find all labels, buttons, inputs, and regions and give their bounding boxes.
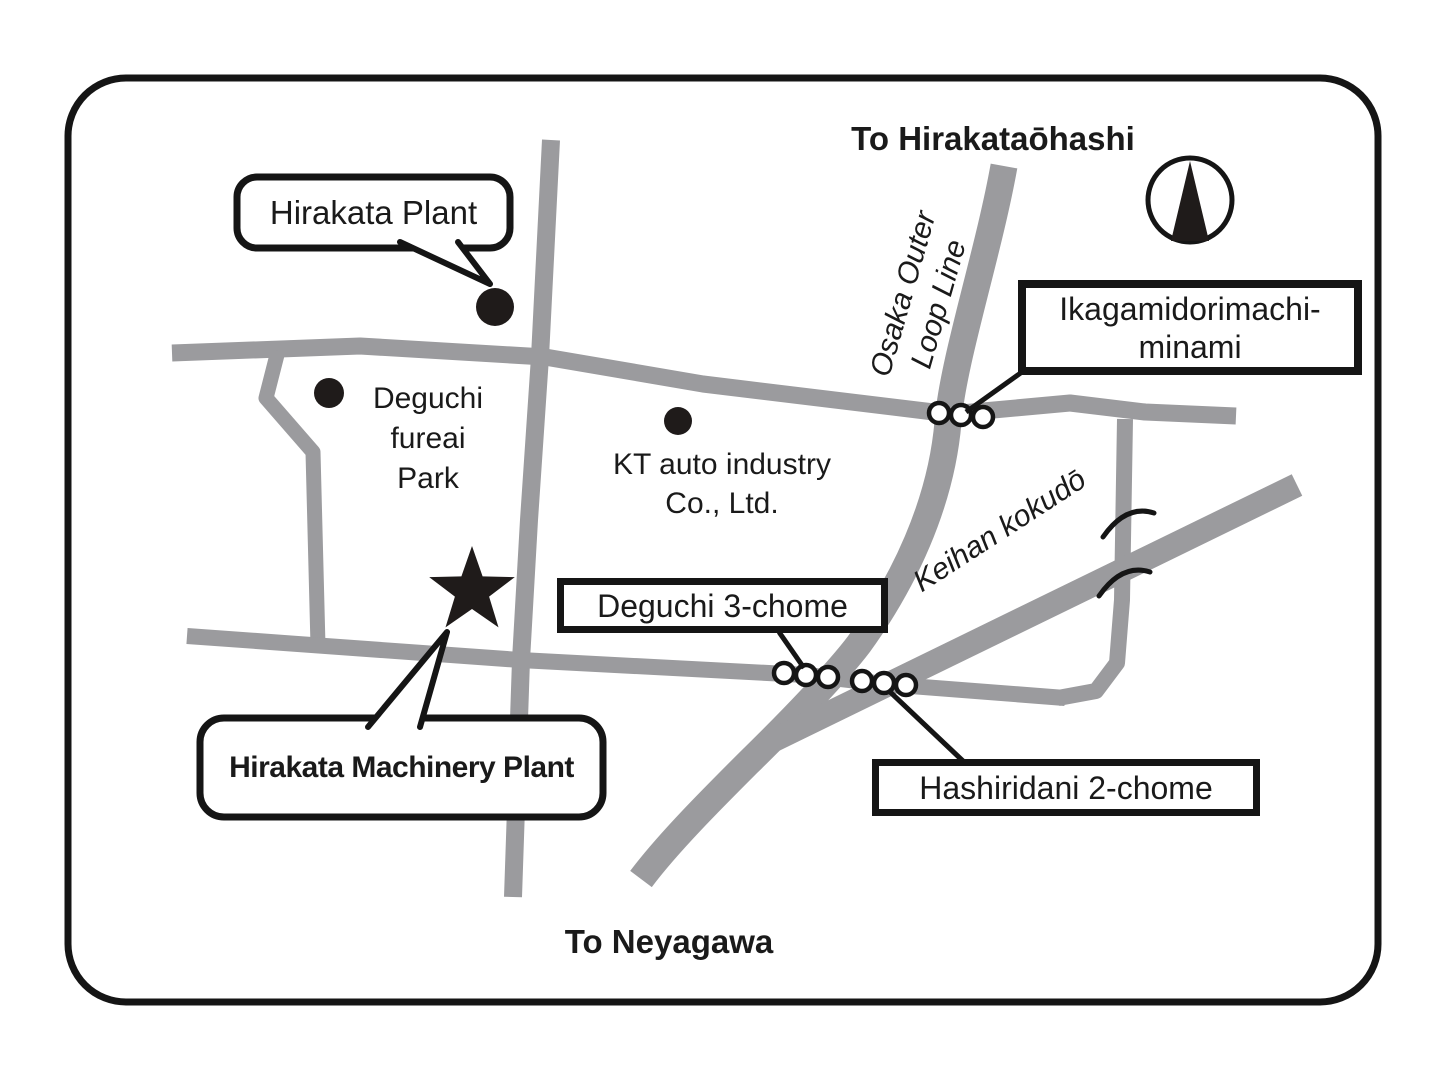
callout-ikagamidorimachi-minami: Ikagamidorimachi- minami [1018,280,1362,375]
location-dot-icon [664,407,692,435]
callout-line: minami [1138,328,1242,365]
hirakata-machinery-plant-label: Hirakata Machinery Plant [229,750,574,784]
callout-deguchi-3-chome: Deguchi 3-chome [557,578,888,633]
leader-lines [776,369,1024,763]
traffic-signals [771,400,996,698]
landmark-line: fureai [390,422,466,455]
road-upper-horizontal [171,337,1237,425]
leader-deguchi3 [776,630,807,670]
traffic-signal-icon [849,668,919,698]
landmark-line: Co., Ltd. [665,487,779,520]
callout-line: Ikagamidorimachi- [1059,290,1321,327]
road-east-connector [1056,418,1133,706]
location-dot-icon [476,288,514,326]
landmark-line: Deguchi [372,382,484,415]
leader-hashiridani [886,688,965,763]
landmark-line: KT auto industry [613,448,831,481]
callout-line: Hashiridani 2-chome [919,769,1213,806]
leader-ikagami [964,369,1024,415]
callout-line: Deguchi 3-chome [597,587,848,624]
landmark-dots [314,288,692,435]
road-park-branch [258,349,326,647]
overpass-mark-icon [1100,508,1157,540]
direction-label-south: To Neyagawa [564,923,774,960]
landmark-line: Park [397,462,459,495]
landmark-deguchi-fureai-park: Deguchi fureai Park [373,379,483,499]
star-marker-icon [429,546,515,628]
hirakata-machinery-plant-bubble [196,629,607,821]
landmark-kt-auto-industry: KT auto industry Co., Ltd. [613,445,831,523]
overpass-mark-icon [1096,567,1153,599]
hirakata-plant-label: Hirakata Plant [269,193,478,231]
hirakata-plant-bubble [233,173,514,287]
compass-north-icon [1145,155,1235,245]
location-dot-icon [314,378,344,408]
callout-hashiridani-2-chome: Hashiridani 2-chome [872,759,1260,816]
overpass-marks [1096,508,1157,599]
traffic-signal-icon [926,400,996,430]
traffic-signal-icon [771,660,841,690]
direction-label-north: To Hirakataōhashi [851,120,1135,157]
road-keihan-kokudo [766,474,1303,752]
